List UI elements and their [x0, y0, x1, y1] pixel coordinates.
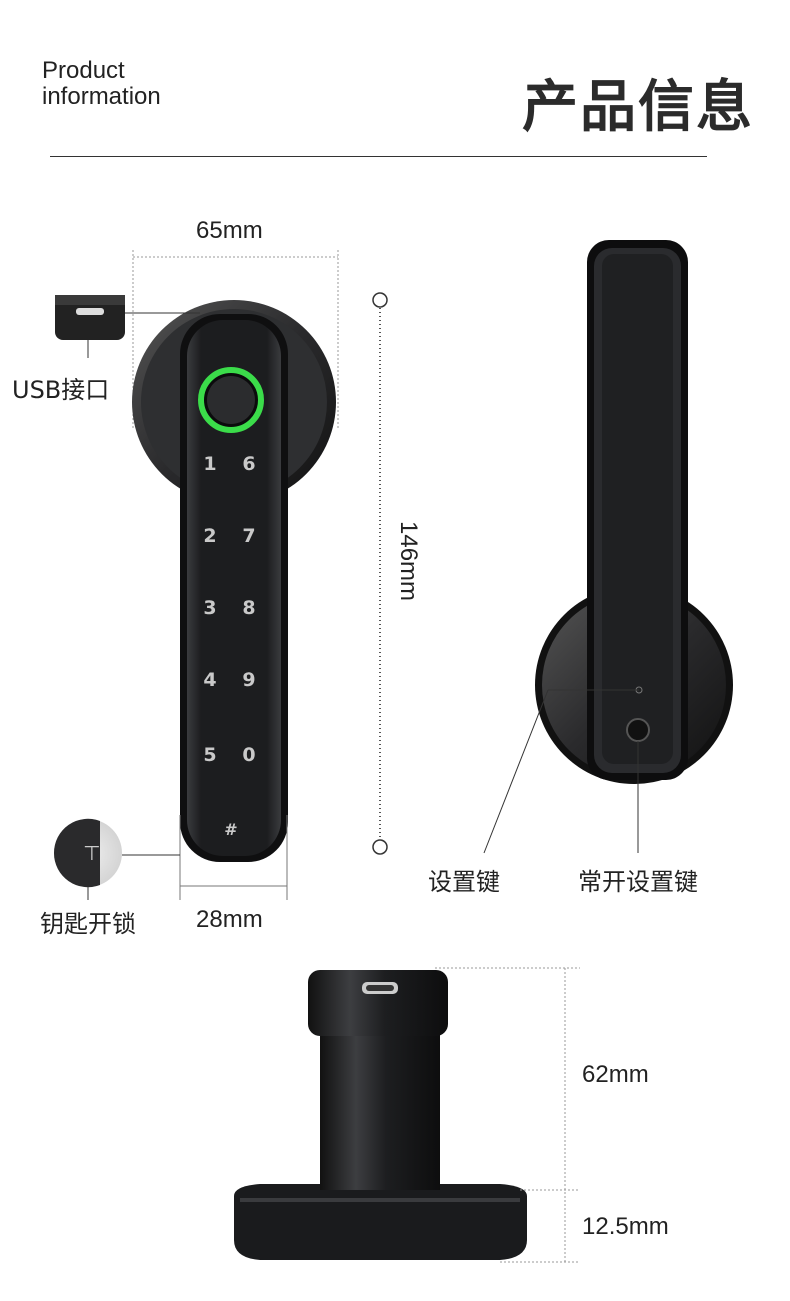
side-base [234, 1184, 527, 1260]
always-open-key-label: 常开设置键 [578, 868, 698, 896]
title-english-line2: information [42, 83, 161, 110]
keypad-key-3: 3 [203, 597, 217, 619]
setup-key-callout-line [483, 689, 549, 854]
setup-key-label: 设置键 [428, 868, 500, 896]
handle-width-label: 28mm [196, 906, 263, 933]
header-divider [50, 156, 707, 157]
keypad-key-1: 1 [203, 453, 217, 475]
title-english: Product information [42, 58, 161, 110]
usb-port-icon [76, 308, 104, 315]
height-label: 146mm [395, 521, 422, 602]
side-view-lock [234, 967, 580, 1263]
keypad-key-6: 6 [242, 453, 256, 475]
back-view-lock [483, 240, 733, 854]
keypad-key-2: 2 [203, 525, 217, 547]
fingerprint-ring [198, 367, 264, 433]
keypad-key-7: 7 [242, 525, 256, 547]
usb-thumbnail [55, 295, 125, 340]
fingerprint-sensor [207, 376, 255, 424]
keypad-key-8: 8 [242, 597, 256, 619]
side-cylinder [320, 1030, 440, 1190]
keyhole-icon: ⊤ [83, 841, 100, 865]
title-english-line1: Product [42, 57, 125, 84]
side-cap [308, 970, 448, 1036]
key-unlock-label: 钥匙开锁 [40, 910, 136, 938]
base-height-label: 12.5mm [582, 1213, 669, 1240]
keypad-key-5: 5 [203, 744, 217, 766]
front-handle [187, 320, 281, 856]
keypad-key-9: 9 [242, 669, 256, 691]
front-view-lock: ⊤ [53, 250, 388, 900]
keypad-key-4: 4 [203, 669, 217, 691]
keypad-key-0: 0 [242, 744, 256, 766]
width-label: 65mm [196, 217, 263, 244]
title-chinese: 产品信息 [522, 75, 754, 140]
body-height-label: 62mm [582, 1061, 649, 1088]
usb-port-label: USB接口 [12, 376, 110, 404]
keypad-key-hash: # [224, 820, 238, 839]
always-open-button-icon [626, 718, 650, 742]
